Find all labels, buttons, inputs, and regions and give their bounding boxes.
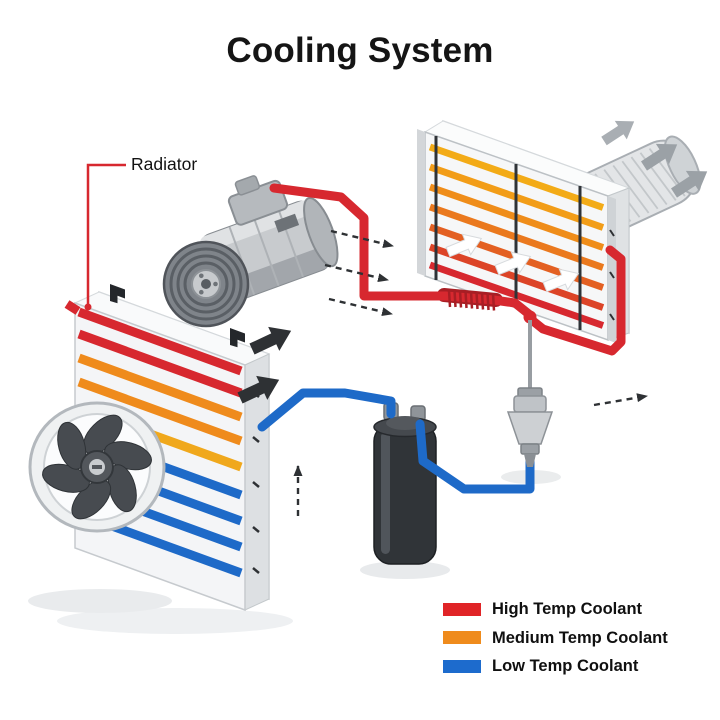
low-temp-lines — [257, 388, 535, 494]
compressor-pulley — [162, 240, 250, 328]
compressor — [162, 175, 339, 328]
mounting-bracket — [230, 328, 245, 348]
high-temp-lines — [269, 183, 626, 356]
radiator-label-pointer — [84, 163, 126, 311]
legend-swatch-medium-temp — [443, 631, 481, 645]
mounting-bracket — [110, 284, 125, 304]
legend-item-medium-temp: Medium Temp Coolant — [443, 628, 668, 647]
condenser-frame — [434, 136, 582, 330]
legend: High Temp Coolant Medium Temp Coolant Lo… — [443, 601, 668, 675]
radiator-inlet-stub — [64, 300, 81, 315]
receiver-drier — [373, 402, 437, 565]
dashed-airflow-arrows — [293, 229, 648, 516]
pipe-junction — [523, 310, 537, 324]
legend-label-medium-temp: Medium Temp Coolant — [492, 628, 668, 647]
legend-swatch-low-temp — [443, 659, 481, 673]
legend-label-low-temp: Low Temp Coolant — [492, 657, 639, 675]
ground-shadows — [28, 470, 561, 634]
legend-label-high-temp: High Temp Coolant — [492, 600, 643, 618]
legend-item-high-temp: High Temp Coolant — [443, 601, 668, 618]
page-title: Cooling System — [226, 31, 494, 70]
cooling-fan — [28, 401, 166, 533]
legend-swatch-high-temp — [443, 602, 481, 616]
radiator-label: Radiator — [131, 154, 198, 174]
condenser-unit — [417, 112, 714, 343]
flex-hose-coil — [447, 289, 496, 311]
legend-item-low-temp: Low Temp Coolant — [443, 658, 668, 675]
expansion-valve — [506, 387, 554, 467]
